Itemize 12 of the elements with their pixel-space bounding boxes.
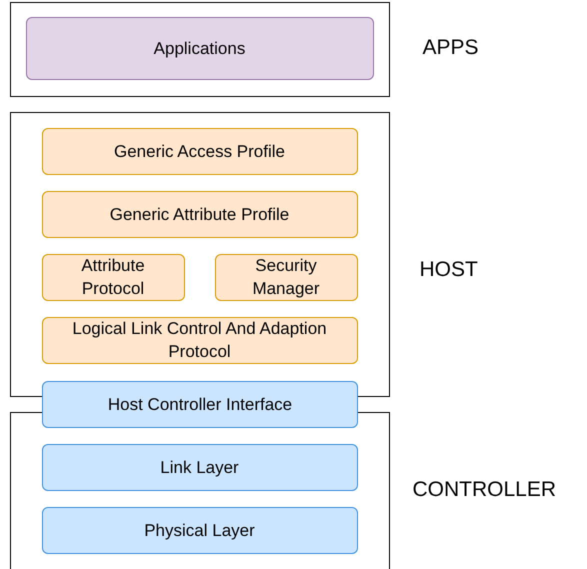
layer-label: CONTROLLER — [412, 478, 556, 502]
protocol-box: Generic Attribute Profile — [42, 190, 358, 238]
protocol-box: Generic Access Profile — [42, 128, 358, 174]
protocol-box: Security Manager — [214, 254, 358, 300]
protocol-box: Applications — [26, 16, 374, 80]
protocol-box: Physical Layer — [42, 506, 358, 554]
protocol-box: Host Controller Interface — [42, 381, 358, 428]
layer-label: APPS — [422, 36, 479, 60]
protocol-box: Link Layer — [42, 444, 358, 490]
protocol-box: Attribute Protocol — [42, 254, 184, 300]
layer-label: HOST — [420, 258, 478, 282]
protocol-box: Logical Link Control And Adaption Protocol — [42, 316, 358, 364]
